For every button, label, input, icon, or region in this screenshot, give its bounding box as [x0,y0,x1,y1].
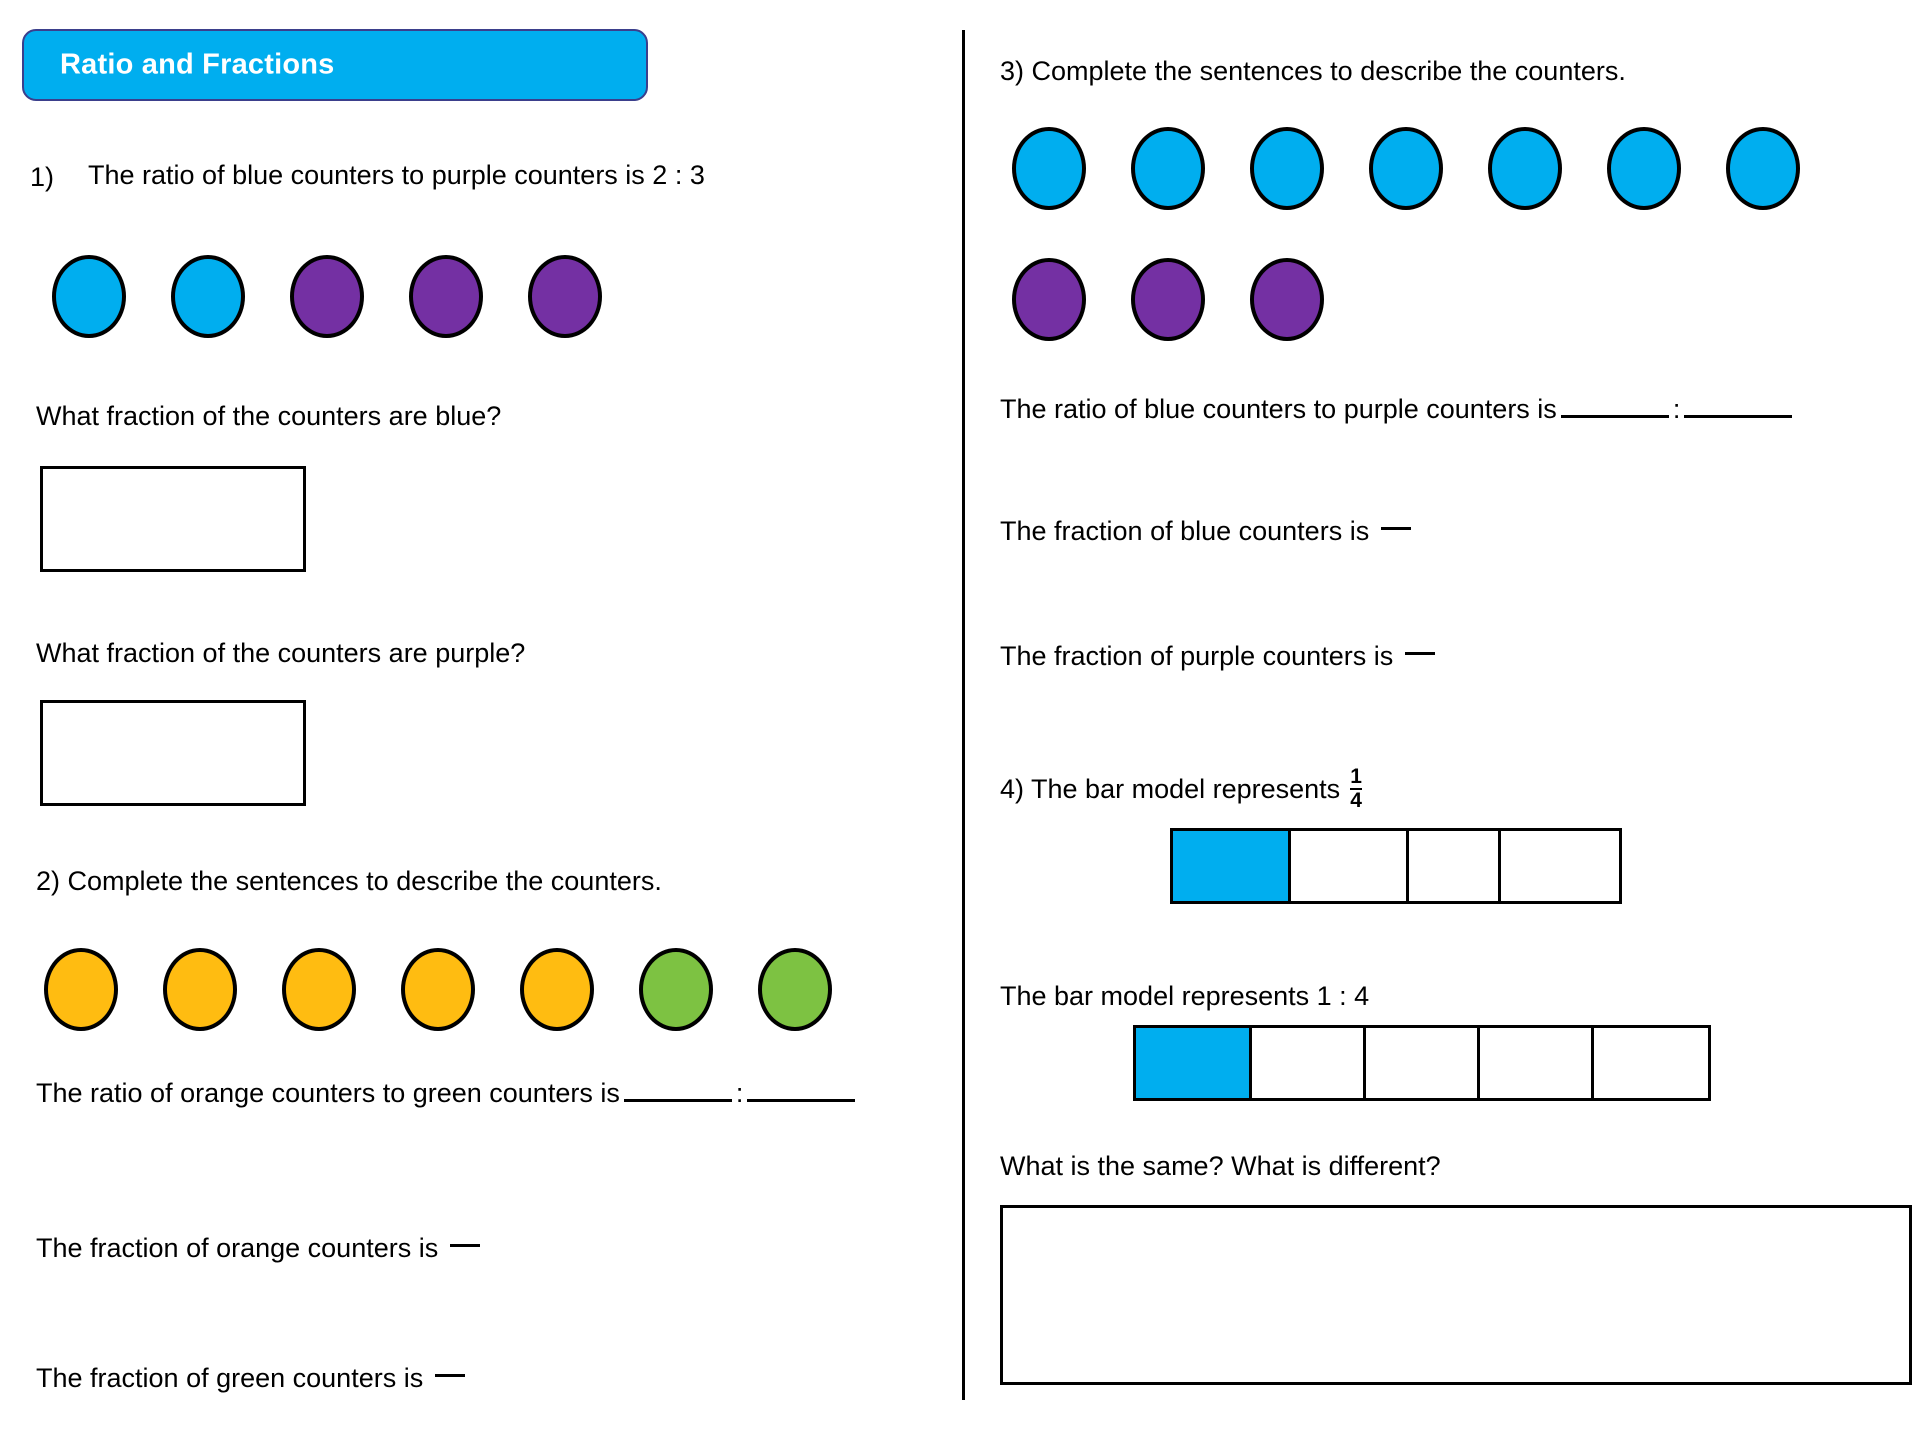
question-1a-text: What fraction of the counters are blue? [36,401,502,431]
answer-box-1b[interactable] [40,700,306,806]
fraction-numerator: 1 [1350,765,1362,788]
bar-model-ratio [1133,1025,1711,1101]
question-2-prompt: 2) Complete the sentences to describe th… [36,866,662,896]
fraction-denominator: 4 [1350,788,1362,813]
question-4-ratio-statement: The bar model represents 1 : 4 [1000,981,1370,1011]
question-4-prompt-text: 4) The bar model represents [1000,774,1341,805]
counter-blue [1012,127,1086,210]
counter-blue [1726,127,1800,210]
counter-purple [290,255,364,338]
counter-orange [44,948,118,1031]
page-title: Ratio and Fractions [60,48,335,81]
question-2-ratio-text: The ratio of orange counters to green co… [36,1078,620,1108]
counter-orange [401,948,475,1031]
question-3-counter-row-blue [1012,127,1800,210]
question-3-ratio-sentence: The ratio of blue counters to purple cou… [1000,393,1796,423]
title-banner: Ratio and Fractions [22,29,648,101]
question-1-statement: The ratio of blue counters to purple cou… [88,160,705,190]
fraction-bar-icon[interactable] [435,1374,466,1378]
question-3-ratio-text: The ratio of blue counters to purple cou… [1000,394,1557,424]
counter-blue [1131,127,1205,210]
question-3-prompt: 3) Complete the sentences to describe th… [1000,56,1626,86]
counter-blue [1607,127,1681,210]
counter-orange [163,948,237,1031]
counter-green [758,948,832,1031]
counter-purple [1250,258,1324,341]
bar-cell-empty[interactable] [1501,831,1619,901]
right-column: 3) Complete the sentences to describe th… [960,0,1920,1440]
counter-blue [1488,127,1562,210]
counter-purple [1131,258,1205,341]
question-2-ratio-sentence: The ratio of orange counters to green co… [36,1077,859,1107]
question-3-fraction-purple-text: The fraction of purple counters is [1000,641,1394,671]
ratio-blank-first[interactable] [623,1077,732,1102]
counter-blue [1250,127,1324,210]
bar-cell-filled[interactable] [1173,831,1291,901]
fraction-bar-icon[interactable] [1381,527,1412,531]
bar-cell-empty[interactable] [1594,1028,1708,1098]
ratio-separator: : [1672,394,1681,424]
counter-purple [409,255,483,338]
bar-model-quarter [1170,828,1622,904]
question-3-fraction-blue-sentence: The fraction of blue counters is [1000,516,1412,546]
counter-orange [520,948,594,1031]
column-divider [962,30,965,1400]
ratio-separator: : [735,1078,744,1108]
question-2-fraction-orange-text: The fraction of orange counters is [36,1233,439,1263]
question-2-counter-row [44,948,832,1031]
ratio-blank-first[interactable] [1560,393,1669,418]
counter-blue [52,255,126,338]
bar-cell-empty[interactable] [1291,831,1409,901]
fraction-bar-icon[interactable] [1405,652,1436,656]
bar-cell-empty[interactable] [1252,1028,1366,1098]
counter-purple [528,255,602,338]
answer-box-discussion[interactable] [1000,1205,1912,1385]
bar-cell-empty[interactable] [1480,1028,1594,1098]
counter-purple [1012,258,1086,341]
counter-blue [171,255,245,338]
question-1-counter-row [52,255,602,338]
question-2-fraction-green-text: The fraction of green counters is [36,1363,424,1393]
left-column: Ratio and Fractions 1) The ratio of blue… [22,29,859,1393]
question-3-fraction-blue-text: The fraction of blue counters is [1000,516,1370,546]
counter-blue [1369,127,1443,210]
counter-green [639,948,713,1031]
ratio-blank-second[interactable] [1684,393,1793,418]
ratio-blank-second[interactable] [747,1077,856,1102]
question-1b-text: What fraction of the counters are purple… [36,638,526,668]
fraction-bar-icon[interactable] [450,1244,481,1248]
question-3-counter-row-purple [1012,258,1324,341]
question-3-fraction-purple-sentence: The fraction of purple counters is [1000,641,1436,671]
question-4-discussion: What is the same? What is different? [1000,1151,1441,1181]
answer-box-1a[interactable] [40,466,306,572]
bar-cell-empty[interactable] [1366,1028,1480,1098]
question-2-fraction-orange-sentence: The fraction of orange counters is [36,1233,481,1263]
question-2-fraction-green-sentence: The fraction of green counters is [36,1363,466,1393]
bar-cell-filled[interactable] [1136,1028,1252,1098]
bar-cell-empty[interactable] [1409,831,1501,901]
question-1-number: 1) [30,162,55,192]
counter-orange [282,948,356,1031]
